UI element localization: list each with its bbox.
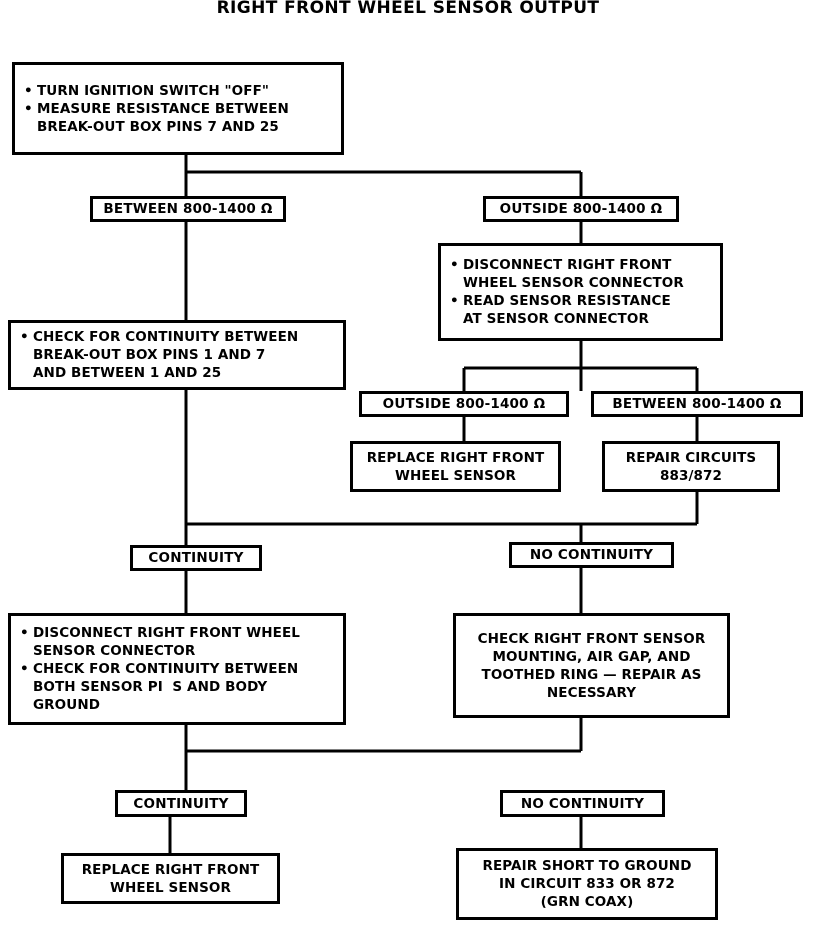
node-replace-sensor-lower-line-2: WHEEL SENSOR — [110, 879, 231, 896]
node-disconnect-check-ground-line-2: SENSOR CONNECTOR — [33, 643, 196, 659]
node-replace-sensor-lower-line-1: REPLACE RIGHT FRONT — [81, 861, 260, 878]
node-disconnect-check-ground-line-1: DISCONNECT RIGHT FRONT WHEEL — [20, 624, 300, 642]
node-repair-circuits-line-2: 883/872 — [660, 467, 722, 484]
node-between-800-1400-primary-label: BETWEEN 800-1400 Ω — [103, 201, 273, 217]
node-no-continuity-lower-label: NO CONTINUITY — [520, 795, 645, 812]
node-start-line-1: TURN IGNITION SWITCH "OFF" — [24, 82, 269, 100]
node-disconnect-check-ground-line-4: BOTH SENSOR PI S AND BODY — [33, 679, 268, 695]
node-outside-800-1400-primary-label: OUTSIDE 800-1400 Ω — [499, 201, 663, 217]
node-disconnect-sensor-connector[interactable]: DISCONNECT RIGHT FRONT WHEEL SENSOR CONN… — [438, 243, 723, 341]
node-check-continuity-breakout-pins[interactable]: CHECK FOR CONTINUITY BETWEEN BREAK-OUT B… — [8, 320, 346, 390]
node-start-line-3: BREAK-OUT BOX PINS 7 AND 25 — [37, 118, 279, 135]
node-replace-sensor-upper-line-2: WHEEL SENSOR — [395, 467, 516, 484]
node-check-mounting-line-4: NECESSARY — [546, 684, 637, 701]
node-replace-sensor-upper-line-1: REPLACE RIGHT FRONT — [366, 449, 545, 466]
node-outside-800-1400-sensor[interactable]: OUTSIDE 800-1400 Ω — [359, 391, 569, 417]
node-repair-short-line-3: (GRN COAX) — [540, 894, 634, 910]
node-outside-800-1400-sensor-label: OUTSIDE 800-1400 Ω — [382, 396, 546, 412]
node-disconnect-sensor-line-2: WHEEL SENSOR CONNECTOR — [463, 275, 684, 291]
node-check-mounting-line-1: CHECK RIGHT FRONT SENSOR — [477, 630, 706, 647]
node-between-800-1400-sensor[interactable]: BETWEEN 800-1400 Ω — [591, 391, 803, 417]
node-disconnect-check-body-ground[interactable]: DISCONNECT RIGHT FRONT WHEEL SENSOR CONN… — [8, 613, 346, 725]
node-check-continuity-pins-line-1: CHECK FOR CONTINUITY BETWEEN — [20, 328, 298, 346]
page-title: RIGHT FRONT WHEEL SENSOR OUTPUT — [216, 0, 600, 18]
node-continuity-lower-label: CONTINUITY — [133, 795, 229, 812]
node-no-continuity-upper-label: NO CONTINUITY — [529, 547, 654, 563]
node-continuity-upper-label: CONTINUITY — [148, 550, 244, 566]
node-disconnect-check-ground-line-3: CHECK FOR CONTINUITY BETWEEN — [20, 660, 298, 678]
node-disconnect-sensor-line-3: READ SENSOR RESISTANCE — [450, 292, 671, 310]
node-repair-circuits-line-1: REPAIR CIRCUITS — [625, 449, 757, 466]
node-disconnect-sensor-line-4: AT SENSOR CONNECTOR — [463, 311, 649, 327]
node-repair-short-to-ground[interactable]: REPAIR SHORT TO GROUND IN CIRCUIT 833 OR… — [456, 848, 718, 920]
node-continuity-upper[interactable]: CONTINUITY — [130, 545, 262, 571]
node-repair-short-line-1: REPAIR SHORT TO GROUND — [482, 858, 692, 874]
node-repair-circuits[interactable]: REPAIR CIRCUITS 883/872 — [602, 441, 780, 492]
node-disconnect-sensor-line-1: DISCONNECT RIGHT FRONT — [450, 256, 671, 274]
node-check-continuity-pins-line-2: BREAK-OUT BOX PINS 1 AND 7 — [33, 347, 266, 363]
node-between-800-1400-sensor-label: BETWEEN 800-1400 Ω — [612, 396, 782, 412]
node-disconnect-check-ground-line-5: GROUND — [33, 697, 101, 713]
node-check-sensor-mounting[interactable]: CHECK RIGHT FRONT SENSOR MOUNTING, AIR G… — [453, 613, 730, 718]
node-repair-short-line-2: IN CIRCUIT 833 OR 872 — [499, 876, 675, 892]
node-check-continuity-pins-line-3: AND BETWEEN 1 AND 25 — [33, 365, 222, 381]
node-no-continuity-lower[interactable]: NO CONTINUITY — [500, 790, 665, 817]
node-replace-sensor-upper[interactable]: REPLACE RIGHT FRONT WHEEL SENSOR — [350, 441, 561, 492]
node-replace-sensor-lower[interactable]: REPLACE RIGHT FRONT WHEEL SENSOR — [61, 853, 280, 904]
node-continuity-lower[interactable]: CONTINUITY — [115, 790, 247, 817]
node-outside-800-1400-primary[interactable]: OUTSIDE 800-1400 Ω — [483, 196, 679, 222]
node-check-mounting-line-2: MOUNTING, AIR GAP, AND — [492, 648, 691, 665]
node-start-line-2: MEASURE RESISTANCE BETWEEN — [24, 100, 289, 118]
node-between-800-1400-primary[interactable]: BETWEEN 800-1400 Ω — [90, 196, 286, 222]
node-start[interactable]: TURN IGNITION SWITCH "OFF" MEASURE RESIS… — [12, 62, 344, 155]
node-check-mounting-line-3: TOOTHED RING — REPAIR AS — [481, 666, 702, 683]
node-no-continuity-upper[interactable]: NO CONTINUITY — [509, 542, 674, 568]
